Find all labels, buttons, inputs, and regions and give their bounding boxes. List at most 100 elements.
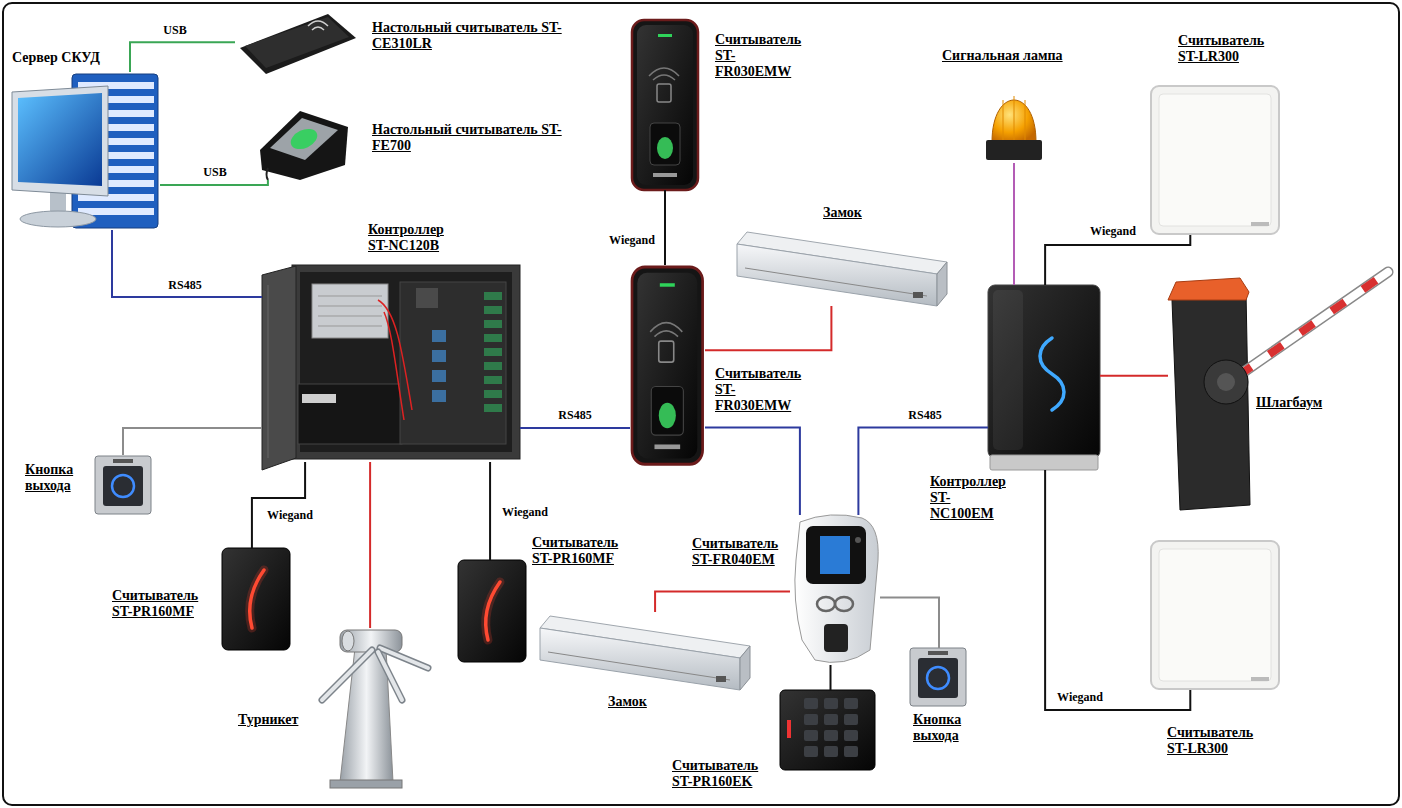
cable-line (830, 665, 832, 690)
keypad-reader-illustration (804, 714, 818, 725)
controller-cabinet-illustration (318, 296, 382, 297)
fingerprint-scanner-illustration (260, 111, 348, 180)
barrier-illustration (1238, 272, 1388, 376)
device-caption: Считыватель ST-PR160EK (672, 758, 758, 790)
turnstile-illustration (322, 650, 372, 700)
keypad-reader-illustration (780, 690, 875, 770)
keypad-reader-illustration (844, 730, 858, 741)
face-terminal-illustration (824, 624, 848, 652)
signal-lamp-illustration (986, 96, 1042, 160)
device-node: Считыватель ST-FR040EM (790, 515, 880, 665)
cable-line (130, 42, 235, 72)
barrier-illustration (1172, 292, 1250, 510)
keypad-reader-illustration (804, 746, 818, 757)
cable-line (705, 306, 831, 350)
illustration (540, 616, 750, 690)
device-node: Кнопка выхода (95, 455, 151, 515)
controller-cabinet-illustration (302, 394, 336, 403)
device-node: Считыватель ST-FR030EMW (630, 18, 700, 190)
face-terminal-illustration (806, 526, 866, 584)
fingerprint-scanner-illustration (267, 168, 269, 180)
barrier-illustration (1168, 272, 1388, 510)
cable-line (123, 428, 262, 455)
face-terminal-illustration (820, 536, 850, 574)
controller-cabinet-illustration (432, 330, 446, 342)
cable-line (520, 427, 630, 429)
device-caption: Настольный считыватель ST-CE310LR (372, 20, 577, 52)
controller-nc100-illustration (993, 290, 1023, 450)
device-caption: Считыватель ST-FR040EM (692, 536, 778, 568)
server-illustration (12, 86, 108, 196)
controller-cabinet-illustration (484, 292, 502, 300)
keypad-reader-illustration (804, 698, 818, 709)
device-caption: Считыватель ST-FR030EMW (715, 32, 801, 80)
controller-nc100-illustration (988, 285, 1100, 458)
device-caption: Считыватель ST-LR300 (1167, 725, 1253, 757)
cable-label: Wiegand (500, 505, 550, 519)
turnstile-illustration (322, 630, 428, 788)
turnstile-illustration (342, 631, 354, 651)
barrier-illustration (1238, 272, 1388, 376)
controller-cabinet-illustration (484, 320, 502, 328)
controller-cabinet-illustration (318, 326, 382, 327)
controller-cabinet-illustration (262, 265, 520, 470)
device-node: Считыватель ST-PR160EK (780, 690, 875, 770)
cable-line (1045, 470, 1190, 710)
cable-label: RS485 (906, 408, 943, 422)
turnstile-illustration (378, 652, 402, 700)
face-terminal-illustration (835, 597, 853, 611)
illustration (458, 560, 526, 662)
turnstile-illustration (330, 780, 402, 788)
illustration (632, 267, 703, 464)
keypad-reader-illustration (824, 746, 838, 757)
device-node: Замок (540, 612, 750, 690)
device-caption: Кнопка выхода (913, 712, 961, 744)
keypad-reader-illustration (844, 746, 858, 757)
server-illustration (20, 211, 96, 227)
controller-cabinet-illustration (432, 350, 446, 362)
fingerprint-scanner-illustration (260, 111, 348, 180)
signal-lamp-illustration (1014, 96, 1015, 140)
controller-cabinet-illustration (416, 288, 438, 308)
device-caption: Шлагбаум (1256, 395, 1322, 411)
controller-cabinet-illustration (432, 370, 446, 382)
keypad-reader-illustration (787, 720, 791, 738)
barrier-illustration (1204, 360, 1248, 404)
cable-line (858, 427, 988, 515)
cable-line (1100, 375, 1168, 377)
device-caption: Контроллер ST-NC100EM (930, 474, 1006, 522)
controller-nc100-illustration (1040, 338, 1064, 410)
device-node: Считыватель ST-FR030EMW (630, 265, 705, 468)
signal-lamp-illustration (1025, 100, 1026, 140)
frame (3, 3, 1399, 805)
cable-line (369, 462, 371, 628)
controller-cabinet-illustration (262, 266, 296, 470)
turnstile-illustration (378, 652, 402, 700)
controller-cabinet-illustration (318, 306, 382, 307)
fingerprint-scanner-illustration (288, 125, 321, 153)
device-caption: Замок (608, 694, 647, 710)
face-terminal-illustration (817, 597, 835, 611)
barrier-illustration (1238, 272, 1388, 376)
illustration (95, 456, 151, 514)
illustration (910, 648, 966, 706)
controller-cabinet-illustration (484, 390, 502, 398)
device-caption: Считыватель ST-PR160MF (532, 535, 618, 567)
signal-lamp-illustration (986, 140, 1042, 160)
device-caption: Считыватель ST-FR030EMW (715, 366, 801, 414)
device-node: Настольный считыватель ST-FE700 (258, 108, 348, 180)
device-caption: Сервер СКУД (12, 50, 100, 66)
controller-cabinet-illustration (484, 306, 502, 314)
cable-label: Wiegand (265, 508, 315, 522)
device-caption: Сигнальная лампа (942, 48, 1063, 64)
device-caption: Контроллер ST-NC120B (368, 222, 444, 254)
keypad-reader-illustration (844, 698, 858, 709)
device-node: Считыватель ST-LR300 (1150, 540, 1280, 690)
controller-cabinet-illustration (484, 376, 502, 384)
controller-nc100-illustration (988, 285, 1100, 470)
barrier-illustration (1217, 373, 1235, 391)
